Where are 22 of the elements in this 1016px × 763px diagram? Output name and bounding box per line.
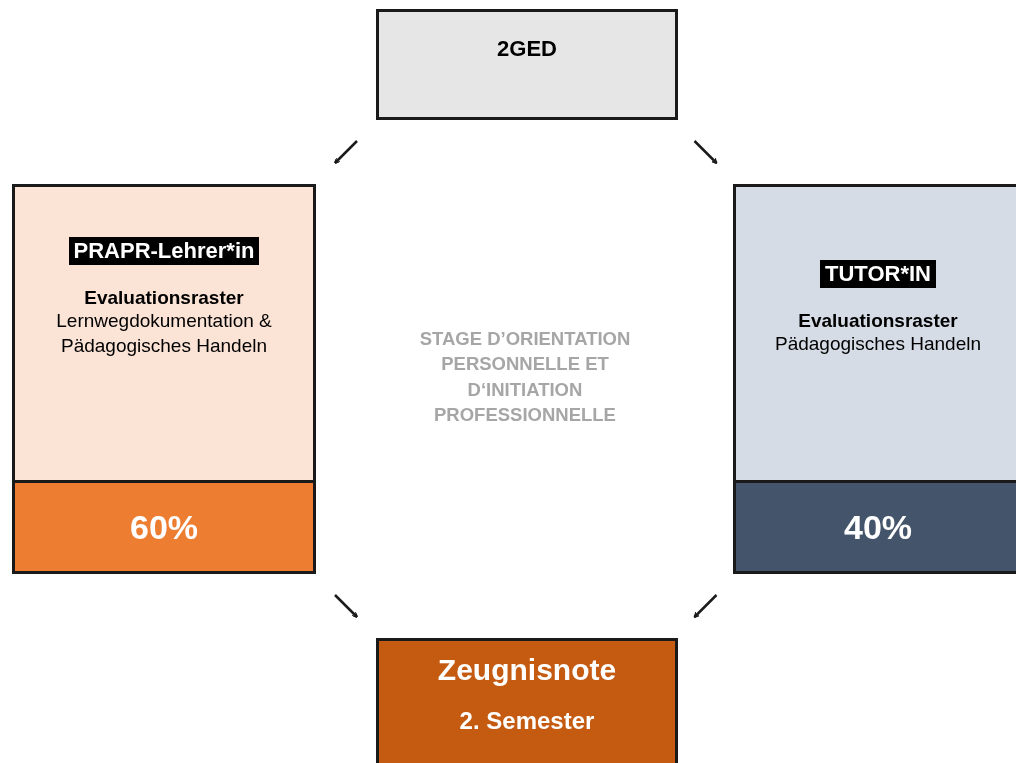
- criteria-heading: Evaluationsraster: [84, 287, 244, 309]
- criteria-text: Lernwegdokumentation & Pädagogisches Handeln: [55, 309, 273, 358]
- role-box: [12, 184, 316, 574]
- center-label: STAGE D’ORIENTATION PERSONNELLE ET D‘INITIATION PROFESSIONNELLE: [418, 327, 632, 428]
- percentage-value: 60%: [129, 507, 199, 547]
- arrow: [334, 594, 358, 618]
- program-title: 2GED: [497, 36, 557, 62]
- semester-text: 2. Semester: [459, 707, 595, 735]
- role-title: PRAPR-Lehrer*in: [68, 237, 260, 265]
- arrow: [693, 140, 718, 164]
- role-title: TUTOR*IN: [820, 260, 936, 288]
- percentage-value: 40%: [843, 507, 913, 547]
- grade-box: [376, 638, 678, 763]
- criteria-heading: Evaluationsraster: [798, 310, 958, 332]
- role-box: [733, 184, 1016, 574]
- grade-title: Zeugnisnote: [437, 653, 617, 687]
- program-box: [376, 9, 678, 120]
- criteria-text: Pädagogisches Handeln: [775, 332, 981, 356]
- percentage-band: [736, 480, 1016, 571]
- arrow: [334, 140, 358, 164]
- arrow: [693, 594, 718, 618]
- percentage-band: [15, 480, 313, 571]
